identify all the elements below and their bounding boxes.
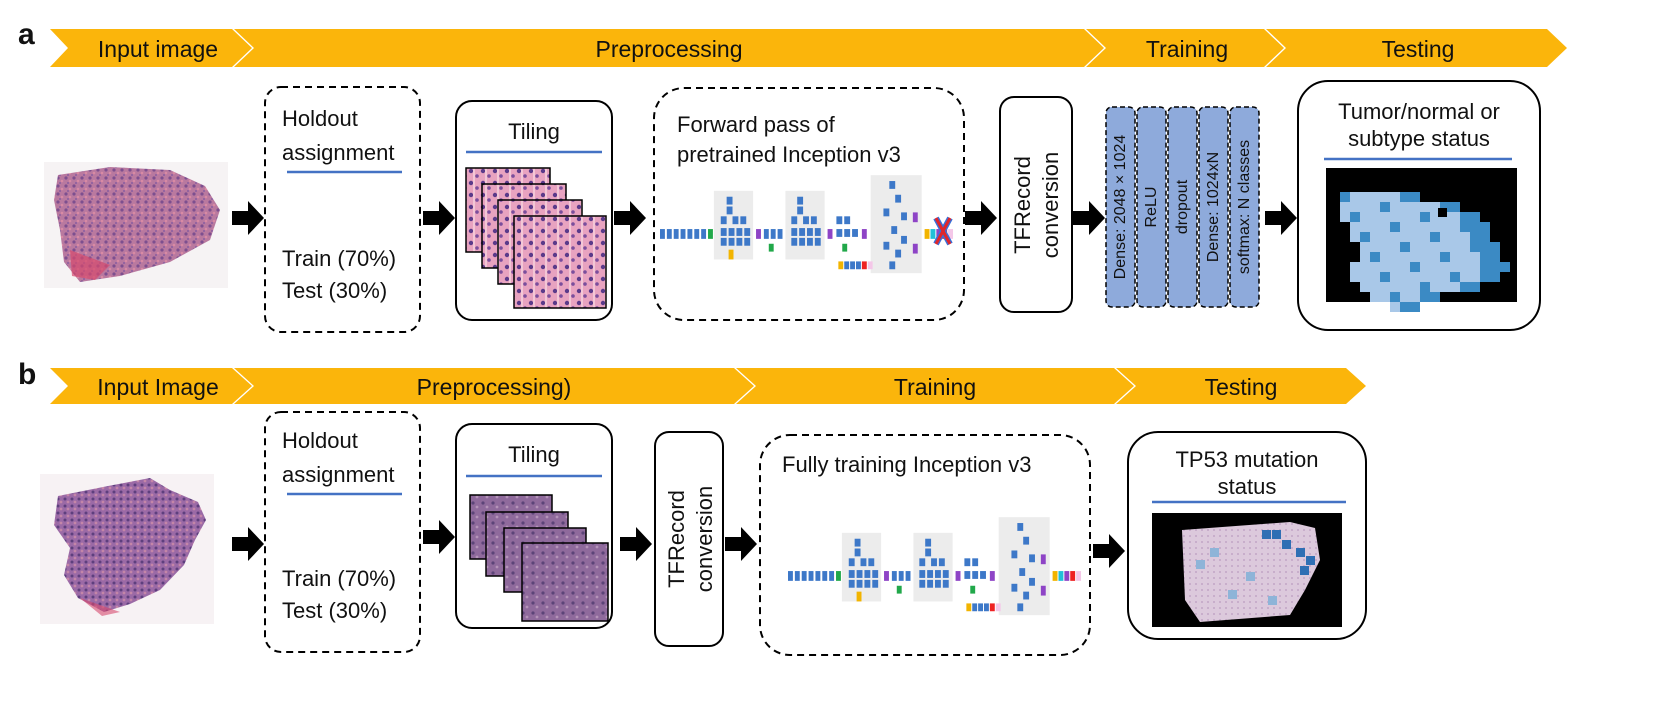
arrow-b-2: [423, 520, 455, 554]
fully-training-title: Fully training Inception v3: [782, 452, 1031, 477]
inception-network-diagram: [660, 175, 954, 274]
layer-dense-2048: Dense: 2048 × 1024: [1105, 106, 1136, 308]
panel-b-letter: b: [18, 358, 36, 391]
inception-network-diagram: [788, 517, 1082, 616]
stage-label-preprocessing: Preprocessing: [595, 36, 742, 62]
arrow-a-6: [1265, 201, 1297, 235]
svg-text:Dense: 2048 × 1024: Dense: 2048 × 1024: [1112, 135, 1129, 280]
arrow-b-3: [620, 527, 652, 561]
forward-title-1: Forward pass of: [677, 112, 836, 137]
result-title-1: Tumor/normal or: [1338, 99, 1500, 124]
stage-label-input: Input image: [98, 36, 218, 62]
tfrecord-line-1: TFRecord: [664, 490, 689, 588]
stage-label-training: Training: [1146, 36, 1228, 62]
tfrecord-box-a: TFRecord conversion: [999, 96, 1073, 313]
svg-text:dropout: dropout: [1174, 179, 1191, 234]
tiling-box-a: Tiling: [455, 100, 613, 321]
tiling-box-b: Tiling: [455, 423, 613, 629]
stage-chevron-input: [50, 29, 252, 67]
train-split-label: Train (70%): [282, 246, 396, 271]
arrow-a-5: [1073, 201, 1105, 235]
flow-arrows-b: [232, 520, 1125, 568]
result-title-2: status: [1218, 474, 1277, 499]
arrow-a-2: [423, 201, 455, 235]
layer-softmax: softmax: N classes: [1229, 106, 1260, 308]
holdout-title-2: assignment: [282, 462, 395, 487]
arrow-b-4: [725, 527, 757, 561]
test-split-label: Test (30%): [282, 278, 387, 303]
svg-text:ReLU: ReLU: [1143, 187, 1160, 228]
tile-image: [513, 215, 607, 309]
result-box-b: TP53 mutation status: [1127, 431, 1367, 640]
stage-chevron-preprocessing: [234, 368, 754, 404]
arrow-b-1: [232, 527, 264, 561]
train-split-label: Train (70%): [282, 566, 396, 591]
input-slide-image-b: [40, 474, 214, 624]
layer-dropout: dropout: [1167, 106, 1198, 308]
holdout-title-1: Holdout: [282, 106, 358, 131]
panel-a-stage-bar: Input image Preprocessing Training Testi…: [50, 29, 1567, 67]
stage-label-input: Input Image: [97, 374, 218, 400]
arrow-a-4: [965, 201, 997, 235]
holdout-title-2: assignment: [282, 140, 395, 165]
result-box-a: Tumor/normal or subtype status: [1297, 80, 1541, 331]
training-layers-a: Dense: 2048 × 1024 ReLU dropout Dense: 1…: [1105, 106, 1260, 308]
tfrecord-line-2: conversion: [692, 486, 717, 592]
flow-arrows-a: [232, 201, 1297, 235]
tile-image: [521, 542, 609, 622]
stage-chevron-training: [736, 368, 1134, 404]
result-title-1: TP53 mutation: [1175, 447, 1318, 472]
arrow-b-5: [1093, 534, 1125, 568]
red-x-icon: [933, 216, 953, 246]
tiling-title: Tiling: [508, 119, 560, 144]
holdout-box-b: Holdout assignment Train (70%) Test (30%…: [264, 411, 421, 653]
layer-relu: ReLU: [1136, 106, 1167, 308]
svg-text:softmax: N classes: softmax: N classes: [1236, 140, 1253, 274]
tfrecord-line-2: conversion: [1038, 152, 1063, 258]
fully-training-box-b: Fully training Inception v3: [759, 434, 1091, 656]
stage-chevron-preprocessing: [234, 29, 1104, 67]
arrow-a-3: [614, 201, 646, 235]
stage-label-preprocessing: Preprocessing): [417, 374, 572, 400]
svg-text:Dense: 1024xN: Dense: 1024xN: [1205, 152, 1222, 262]
stage-label-testing: Testing: [1382, 36, 1455, 62]
panel-b-stage-bar: Input Image Preprocessing) Training Test…: [50, 368, 1366, 404]
layer-dense-1024xn: Dense: 1024xN: [1198, 106, 1229, 308]
forward-pass-box-a: Forward pass of pretrained Inception v3: [653, 87, 965, 321]
arrow-a-1: [232, 201, 264, 235]
tiling-title: Tiling: [508, 442, 560, 467]
stage-chevron-testing: [1266, 29, 1567, 67]
stage-label-testing: Testing: [1205, 374, 1278, 400]
stage-chevron-testing: [1116, 368, 1366, 404]
stage-chevron-input: [50, 368, 252, 404]
tfrecord-box-b: TFRecord conversion: [654, 431, 724, 647]
tfrecord-line-1: TFRecord: [1010, 156, 1035, 254]
input-slide-image-a: [44, 162, 228, 288]
forward-title-2: pretrained Inception v3: [677, 142, 901, 167]
holdout-title-1: Holdout: [282, 428, 358, 453]
test-split-label: Test (30%): [282, 598, 387, 623]
result-title-2: subtype status: [1348, 126, 1490, 151]
stage-label-training: Training: [894, 374, 976, 400]
panel-a-letter: a: [18, 18, 35, 51]
holdout-box-a: Holdout assignment Train (70%) Test (30%…: [264, 86, 421, 333]
stage-chevron-training: [1086, 29, 1284, 67]
